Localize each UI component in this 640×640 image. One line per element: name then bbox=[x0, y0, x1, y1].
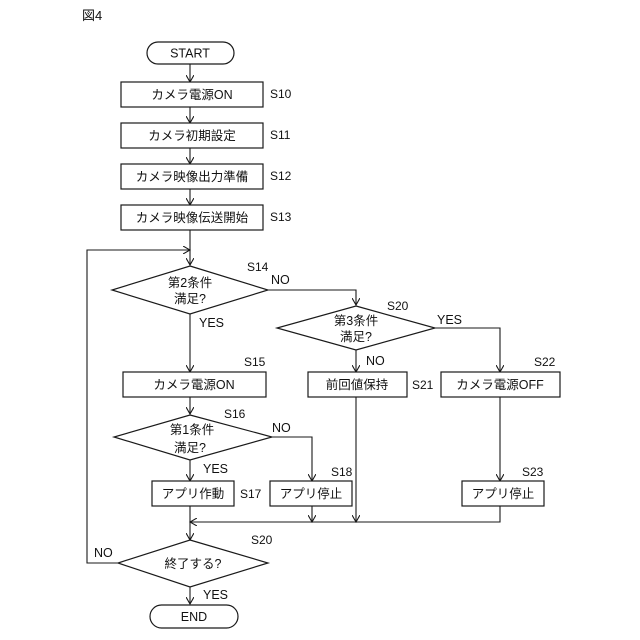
process-s17: アプリ作動 S17 bbox=[152, 481, 262, 506]
edge-s16-no bbox=[272, 437, 312, 481]
process-s13: カメラ映像伝送開始 S13 bbox=[121, 205, 292, 230]
s15-step: S15 bbox=[244, 355, 266, 369]
s10-label: カメラ電源ON bbox=[151, 88, 232, 102]
decision-s20-finish: 終了する? S20 bbox=[118, 533, 273, 587]
s14-line1: 第2条件 bbox=[168, 276, 212, 290]
s10-step: S10 bbox=[270, 87, 292, 101]
s13-step: S13 bbox=[270, 210, 292, 224]
s20b-no-label: NO bbox=[94, 546, 113, 560]
s16-step: S16 bbox=[224, 407, 246, 421]
s20a-yes-label: YES bbox=[437, 313, 462, 327]
decision-s16: 第1条件 満足? S16 bbox=[114, 407, 272, 460]
s23-label: アプリ停止 bbox=[472, 486, 535, 501]
decision-s14: 第2条件 満足? S14 bbox=[112, 260, 269, 314]
process-s11: カメラ初期設定 S11 bbox=[121, 123, 291, 148]
end-node: END bbox=[150, 605, 238, 628]
s20a-step: S20 bbox=[387, 299, 409, 313]
process-s18: アプリ停止 S18 bbox=[270, 465, 353, 506]
process-s12: カメラ映像出力準備 S12 bbox=[121, 164, 292, 189]
s20b-label: 終了する? bbox=[165, 556, 222, 571]
s18-label: アプリ停止 bbox=[280, 486, 343, 501]
s16-yes-label: YES bbox=[203, 462, 228, 476]
s12-label: カメラ映像出力準備 bbox=[136, 169, 249, 184]
process-s15: カメラ電源ON S15 bbox=[123, 355, 266, 397]
edge-s23-merge bbox=[190, 506, 500, 522]
edge-s20a-yes bbox=[435, 328, 500, 372]
s22-step: S22 bbox=[534, 355, 556, 369]
s15-label: カメラ電源ON bbox=[153, 378, 234, 392]
s16-no-label: NO bbox=[272, 421, 291, 435]
s20a-no-label: NO bbox=[366, 354, 385, 368]
decision-s20-condition3: 第3条件 満足? S20 bbox=[277, 299, 435, 350]
s22-label: カメラ電源OFF bbox=[456, 378, 544, 392]
start-label: START bbox=[170, 47, 210, 61]
process-s23: アプリ停止 S23 bbox=[462, 465, 544, 506]
s12-step: S12 bbox=[270, 169, 292, 183]
s21-label: 前回値保持 bbox=[326, 377, 389, 392]
figure-label: 図4 bbox=[82, 8, 102, 23]
process-s21: 前回値保持 S21 bbox=[308, 372, 434, 397]
s17-label: アプリ作動 bbox=[162, 487, 225, 501]
process-s10: カメラ電源ON S10 bbox=[121, 82, 292, 107]
edge-s14-no bbox=[268, 290, 356, 305]
s14-line2: 満足? bbox=[174, 292, 206, 306]
end-label: END bbox=[181, 610, 207, 624]
s11-label: カメラ初期設定 bbox=[148, 128, 236, 143]
start-node: START bbox=[147, 42, 234, 64]
s17-step: S17 bbox=[240, 487, 262, 501]
s23-step: S23 bbox=[522, 465, 544, 479]
s20b-step: S20 bbox=[251, 533, 273, 547]
s13-label: カメラ映像伝送開始 bbox=[136, 210, 249, 225]
s20a-line2: 満足? bbox=[340, 330, 372, 344]
s20a-line1: 第3条件 bbox=[334, 314, 378, 328]
s21-step: S21 bbox=[412, 378, 434, 392]
s16-line1: 第1条件 bbox=[170, 423, 214, 437]
s20b-yes-label: YES bbox=[203, 588, 228, 602]
s18-step: S18 bbox=[331, 465, 353, 479]
s16-line2: 満足? bbox=[174, 441, 206, 455]
s14-yes-label: YES bbox=[199, 316, 224, 330]
s11-step: S11 bbox=[270, 128, 291, 142]
s14-step: S14 bbox=[247, 260, 269, 274]
s14-no-label: NO bbox=[271, 273, 290, 287]
